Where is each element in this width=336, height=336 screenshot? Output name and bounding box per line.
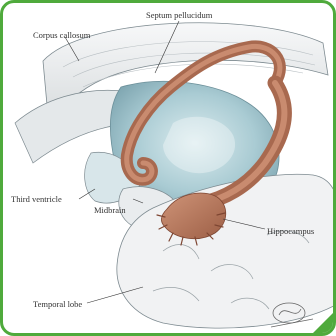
label-corpus-callosum: Corpus callosum bbox=[33, 31, 90, 40]
label-midbrain: Midbrain bbox=[94, 206, 126, 215]
label-temporal-lobe: Temporal lobe bbox=[33, 300, 82, 309]
label-hippocampus: Hippocampus bbox=[267, 227, 314, 236]
label-septum-pellucidum: Septum pellucidum bbox=[146, 11, 212, 20]
label-third-ventricle: Third ventricle bbox=[11, 195, 62, 204]
brain-illustration bbox=[3, 3, 336, 336]
